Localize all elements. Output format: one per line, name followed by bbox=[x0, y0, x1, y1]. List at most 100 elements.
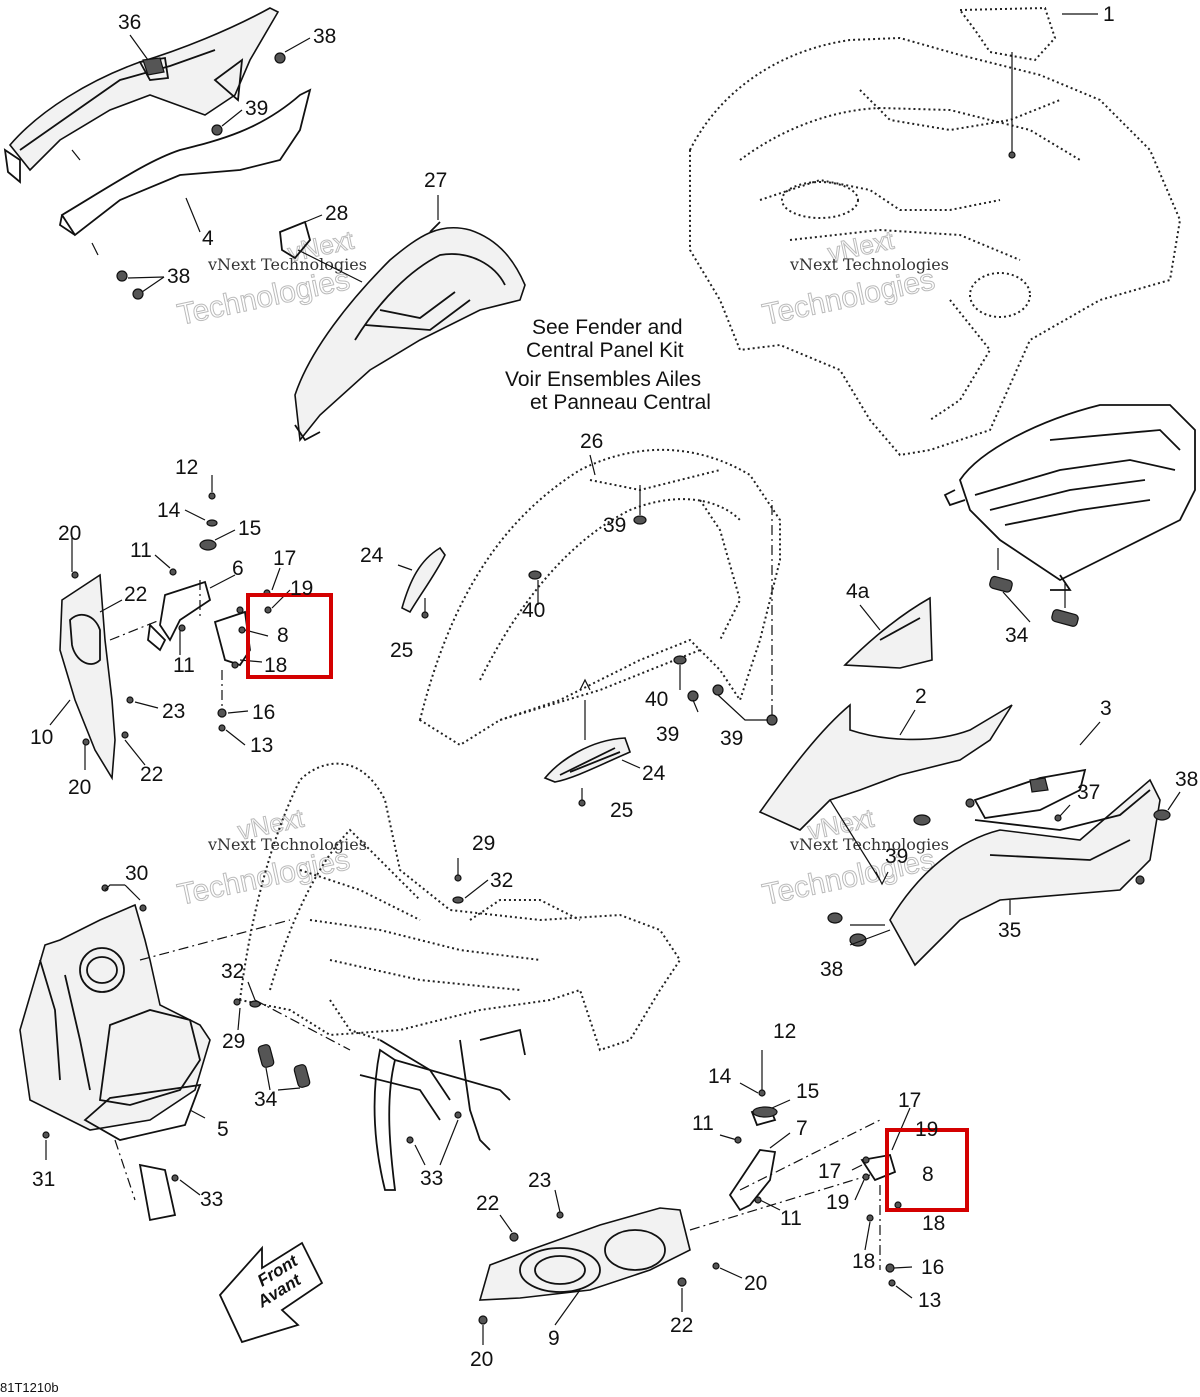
vent-part-24-lower bbox=[543, 737, 641, 807]
callout-labels: 1 36 38 39 4 38 27 28 26 39 40 40 39 39 … bbox=[30, 3, 1198, 1371]
svg-text:Central Panel Kit: Central Panel Kit bbox=[526, 339, 684, 362]
callout-4a: 4a bbox=[846, 580, 870, 603]
callout-32: 32 bbox=[490, 869, 513, 892]
callout-31: 31 bbox=[32, 1168, 55, 1191]
rear-fender-part-1 bbox=[689, 6, 1182, 457]
callout-17: 17 bbox=[273, 547, 296, 570]
callout-25: 25 bbox=[610, 799, 633, 822]
callout-38: 38 bbox=[820, 958, 843, 981]
callout-33: 33 bbox=[420, 1167, 443, 1190]
callout-30: 30 bbox=[125, 862, 148, 885]
svg-text:See Fender and: See Fender and bbox=[532, 316, 683, 339]
callout-13: 13 bbox=[918, 1289, 941, 1312]
callout-22: 22 bbox=[124, 583, 147, 606]
callout-22: 22 bbox=[670, 1314, 693, 1337]
rear-rack bbox=[943, 404, 1196, 627]
callout-36: 36 bbox=[118, 11, 141, 34]
callout-18: 18 bbox=[264, 654, 287, 677]
callout-22: 22 bbox=[476, 1192, 499, 1215]
svg-text:et Panneau Central: et Panneau Central bbox=[530, 391, 711, 414]
callout-11: 11 bbox=[173, 654, 195, 677]
callout-18: 18 bbox=[852, 1250, 875, 1273]
callout-34: 34 bbox=[254, 1088, 278, 1111]
callout-18: 18 bbox=[922, 1212, 945, 1235]
callout-20: 20 bbox=[68, 776, 91, 799]
callout-39: 39 bbox=[885, 845, 908, 868]
callout-25: 25 bbox=[390, 639, 413, 662]
callout-15: 15 bbox=[796, 1080, 819, 1103]
callout-20: 20 bbox=[58, 522, 81, 545]
callout-38: 38 bbox=[167, 265, 190, 288]
callout-34: 34 bbox=[1005, 624, 1029, 647]
callout-20: 20 bbox=[470, 1348, 493, 1371]
front-fender-part-26 bbox=[418, 448, 781, 747]
callout-19: 19 bbox=[915, 1118, 938, 1141]
callout-40: 40 bbox=[645, 688, 668, 711]
vent-part-24-upper bbox=[397, 546, 446, 619]
callout-19: 19 bbox=[826, 1191, 849, 1214]
side-panel-right bbox=[758, 703, 1171, 967]
callout-39: 39 bbox=[720, 727, 743, 750]
callout-13: 13 bbox=[250, 734, 273, 757]
center-console-part-27 bbox=[294, 221, 526, 443]
svg-text:vNext Technologies: vNext Technologies bbox=[207, 835, 367, 854]
callout-7: 7 bbox=[796, 1117, 808, 1140]
callout-39: 39 bbox=[245, 97, 268, 120]
callout-8: 8 bbox=[922, 1163, 934, 1186]
callout-33: 33 bbox=[200, 1188, 223, 1211]
callout-15: 15 bbox=[238, 517, 261, 540]
callout-17: 17 bbox=[818, 1160, 841, 1183]
callout-27: 27 bbox=[424, 169, 447, 192]
callout-16: 16 bbox=[921, 1256, 944, 1279]
callout-20: 20 bbox=[744, 1272, 767, 1295]
callout-12: 12 bbox=[773, 1020, 796, 1043]
svg-text:vNext Technologies: vNext Technologies bbox=[789, 255, 949, 274]
callout-5: 5 bbox=[217, 1118, 229, 1141]
callout-2: 2 bbox=[915, 685, 927, 708]
callout-16: 16 bbox=[252, 701, 275, 724]
headlight-assembly-right bbox=[478, 1050, 913, 1345]
callout-23: 23 bbox=[162, 700, 185, 723]
drawing-code: 81T1210b bbox=[0, 1380, 59, 1395]
headlight-assembly-left bbox=[49, 475, 291, 781]
front-direction-arrow: Front Avant bbox=[218, 1241, 324, 1344]
svg-text:vNext Technologies: vNext Technologies bbox=[207, 255, 367, 274]
callout-14: 14 bbox=[157, 499, 181, 522]
panel-part-4a bbox=[843, 596, 933, 669]
callout-4: 4 bbox=[202, 227, 214, 250]
callout-1: 1 bbox=[1103, 3, 1115, 26]
svg-text:vNext Technologies: vNext Technologies bbox=[789, 835, 949, 854]
callout-28: 28 bbox=[325, 202, 348, 225]
highlight-box-right-bracket bbox=[885, 1128, 969, 1212]
kit-reference-note: See Fender and Central Panel Kit Voir En… bbox=[505, 316, 711, 414]
callout-38: 38 bbox=[313, 25, 336, 48]
callout-39: 39 bbox=[656, 723, 679, 746]
callout-29: 29 bbox=[472, 832, 495, 855]
callout-38: 38 bbox=[1175, 768, 1198, 791]
callout-3: 3 bbox=[1100, 697, 1112, 720]
callout-26: 26 bbox=[580, 430, 603, 453]
callout-29: 29 bbox=[222, 1030, 245, 1053]
bracket-part-28 bbox=[279, 214, 363, 283]
callout-9: 9 bbox=[548, 1327, 560, 1350]
callout-24: 24 bbox=[360, 544, 384, 567]
svg-text:Voir Ensembles Ailes: Voir Ensembles Ailes bbox=[505, 368, 701, 391]
callout-40: 40 bbox=[522, 599, 545, 622]
callout-11: 11 bbox=[130, 539, 152, 562]
callout-10: 10 bbox=[30, 726, 53, 749]
callout-22: 22 bbox=[140, 763, 163, 786]
callout-11: 11 bbox=[780, 1207, 802, 1230]
callout-11: 11 bbox=[692, 1112, 714, 1135]
front-fender-frame bbox=[233, 762, 682, 1191]
highlight-box-left-bracket bbox=[246, 593, 333, 679]
watermark-top-right: vNext Technologies vNext Technologies bbox=[759, 224, 949, 332]
callout-23: 23 bbox=[528, 1169, 551, 1192]
callout-32: 32 bbox=[221, 960, 244, 983]
callout-19: 19 bbox=[290, 577, 313, 600]
callout-6: 6 bbox=[232, 557, 244, 580]
callout-17: 17 bbox=[898, 1089, 921, 1112]
callout-35: 35 bbox=[998, 919, 1021, 942]
side-panel-left-top bbox=[3, 7, 312, 300]
callout-8: 8 bbox=[277, 624, 289, 647]
